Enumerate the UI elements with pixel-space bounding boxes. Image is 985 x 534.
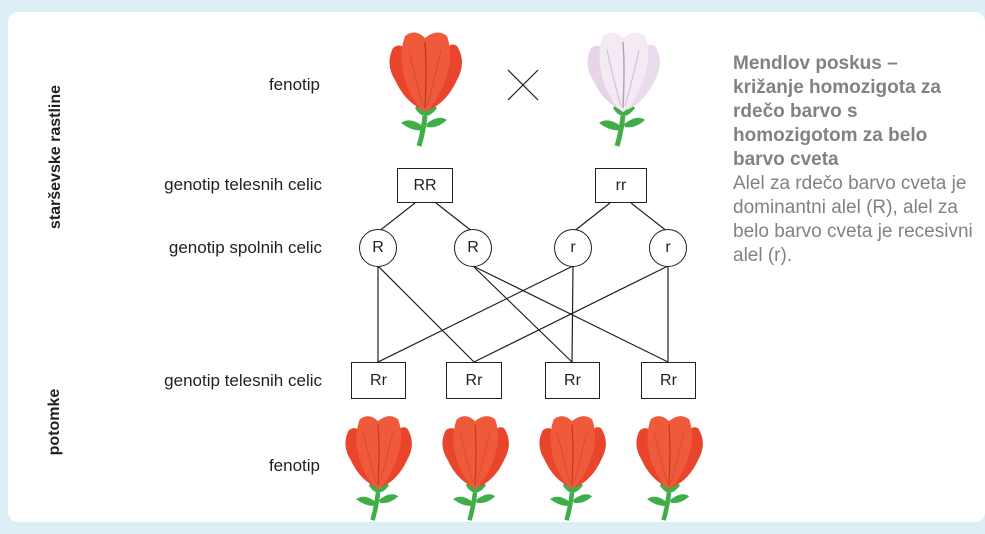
gamete-circle: r [554, 229, 592, 267]
offspring-genotype-box: Rr [545, 362, 600, 399]
offspring-genotype-box: Rr [351, 362, 406, 399]
red-flower-icon [385, 28, 465, 148]
label-phenotype-offspring: fenotip [268, 456, 320, 475]
cross-icon [507, 69, 539, 101]
red-flower-icon [532, 412, 612, 522]
parent-genotype-left: RR [397, 168, 453, 203]
red-flower-icon [338, 412, 418, 522]
red-flower-icon [629, 412, 709, 522]
label-genotype-sex-cells: genotip spolnih celic [168, 238, 322, 257]
gamete-circle: R [454, 229, 492, 267]
caption-title: Mendlov poskus – križanje homozigota za … [733, 53, 941, 170]
caption: Mendlov poskus – križanje homozigota za … [733, 52, 973, 268]
white-flower-icon [583, 28, 663, 148]
red-flower-icon [435, 412, 515, 522]
caption-body: Alel za rdečo barvo cveta je dominantni … [733, 173, 973, 266]
offspring-genotype-box: Rr [446, 362, 502, 399]
label-phenotype-parents: fenotip [268, 75, 320, 94]
parent-genotype-right: rr [595, 168, 647, 203]
label-genotype-body-parents: genotip telesnih celic [164, 175, 322, 194]
label-genotype-body-offspring: genotip telesnih celic [164, 371, 322, 390]
offspring-genotype-box: Rr [641, 362, 696, 399]
gamete-circle: r [649, 229, 687, 267]
gamete-circle: R [359, 229, 397, 267]
